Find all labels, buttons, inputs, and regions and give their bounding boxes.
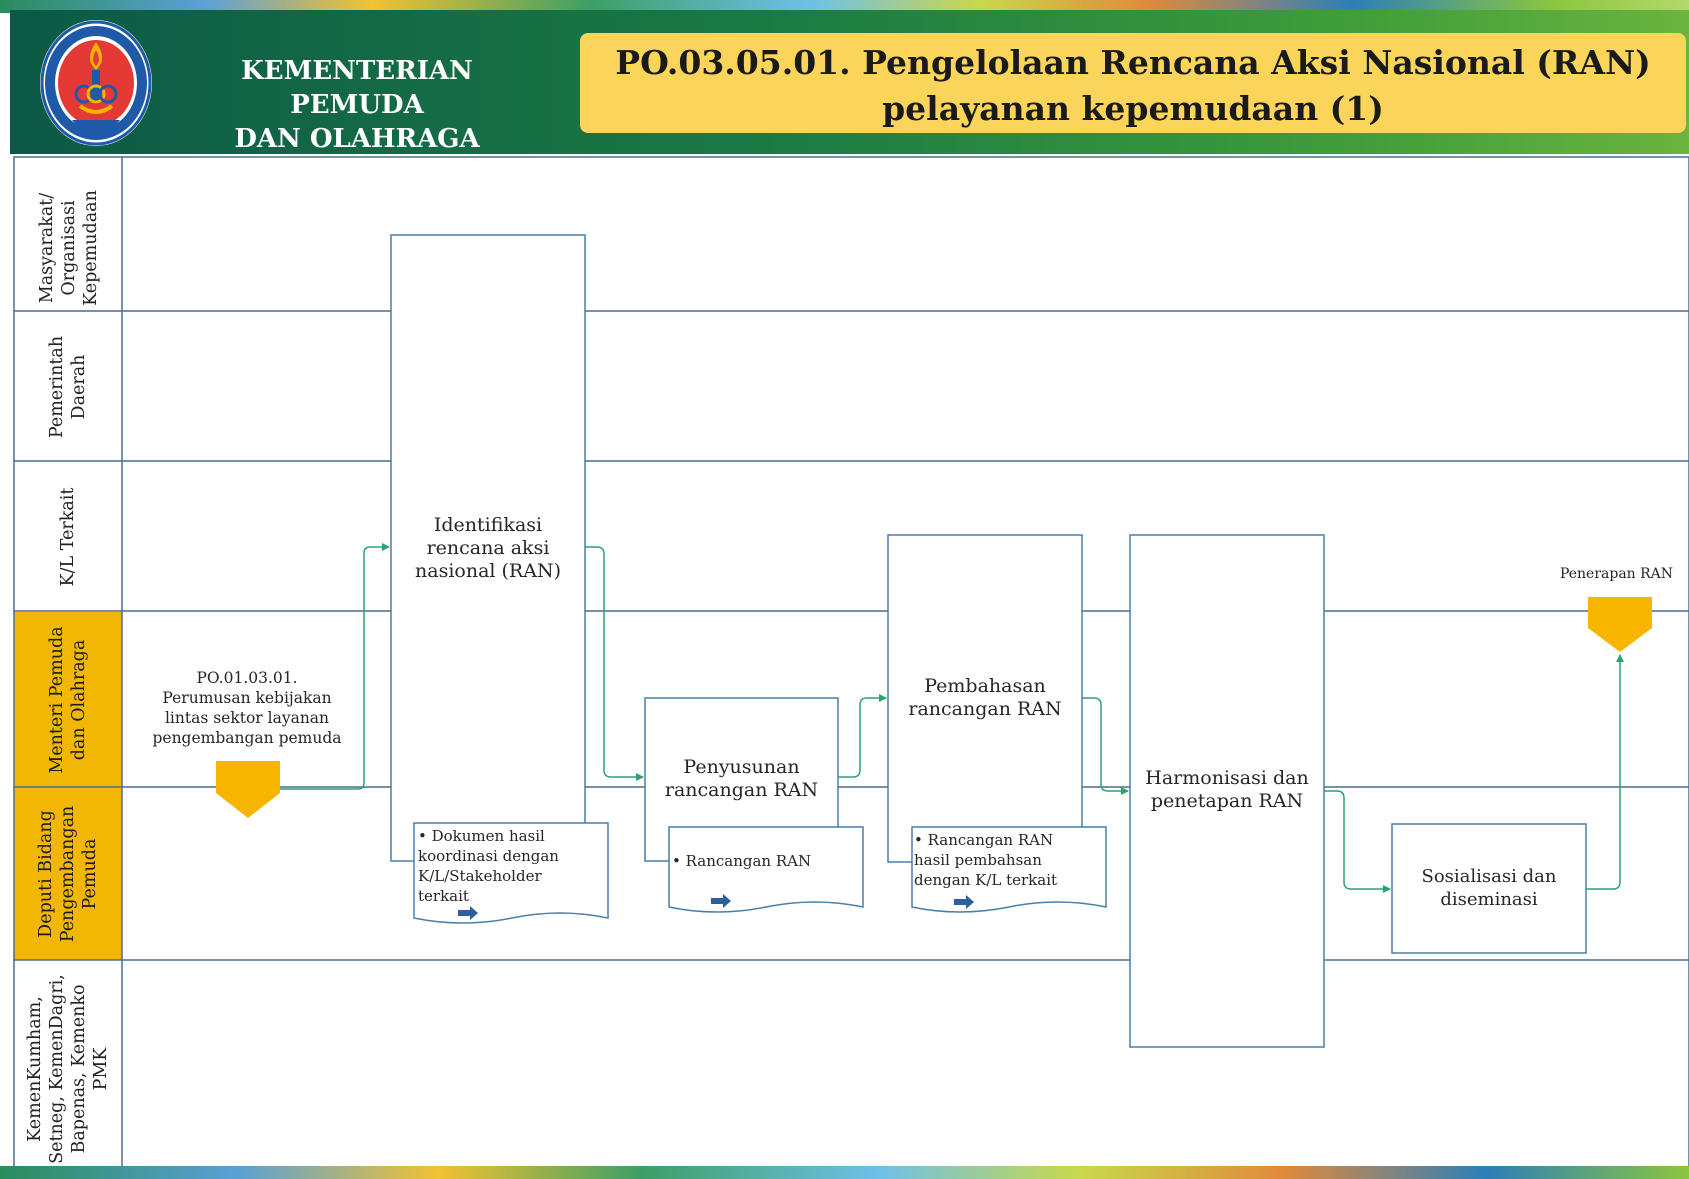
- lane-highlight-deputi: [14, 787, 122, 960]
- start-reference-label: PO.01.03.01. Perumusan kebijakan lintas …: [152, 669, 342, 747]
- end-reference-label: Penerapan RAN: [1559, 566, 1674, 582]
- flow-arrow: [280, 543, 390, 790]
- document-shape-doc3: [911, 826, 1107, 913]
- document-arrow-icon: [711, 894, 731, 908]
- document-shape-doc1: [413, 822, 609, 924]
- document-shape-doc2: [668, 826, 864, 913]
- offpage-connector-start: [216, 761, 280, 818]
- diagram-frame: [13, 156, 1689, 1175]
- kemenpora-emblem-icon: [40, 20, 152, 146]
- lane-label-kl-terkait: K/L Terkait: [58, 487, 78, 587]
- lane-label-kementerian-lain: KemenKumham, Setneg, KemenDagri, Bapenas…: [25, 974, 111, 1164]
- process-label-penyusunan: Penyusunan rancangan RAN: [664, 756, 819, 801]
- lane-label-menteri: Menteri Pemuda dan Olahraga: [47, 626, 89, 774]
- document-label-doc3: • Rancangan RAN hasil pembahsan dengan K…: [914, 831, 1058, 889]
- flow-arrow: [1586, 654, 1624, 890]
- flow-arrow: [1082, 697, 1129, 795]
- document-arrow-icon: [954, 895, 974, 909]
- offpage-connector-end: [1588, 597, 1652, 652]
- flow-arrow: [585, 546, 644, 781]
- top-decor-stripe: [0, 0, 1689, 13]
- process-box-harmonisasi: [1129, 534, 1325, 1048]
- lane-label-masyarakat: Masyarakat/ Organisasi Kepemudaan: [37, 190, 101, 306]
- bottom-decor-stripe: [0, 1166, 1689, 1179]
- process-box-pembahasan: [887, 534, 1083, 863]
- document-label-doc1: • Dokumen hasil koordinasi dengan K/L/St…: [418, 827, 559, 905]
- process-box-sosialisasi: [1391, 823, 1587, 954]
- process-box-identifikasi: [390, 234, 586, 862]
- organization-name: KEMENTERIAN PEMUDA DAN OLAHRAGA: [234, 56, 480, 154]
- lane-label-deputi: Deputi Bidang Pengembangan Pemuda: [36, 805, 100, 943]
- flow-arrow: [838, 694, 887, 778]
- document-arrow-icon: [458, 906, 478, 920]
- kemenpora-logo: [40, 20, 152, 146]
- flow-arrow: [1324, 790, 1391, 893]
- process-label-sosialisasi: Sosialisasi dan diseminasi: [1421, 866, 1557, 910]
- process-label-pembahasan: Pembahasan rancangan RAN: [908, 675, 1062, 720]
- lane-label-pemerintah-daerah: Pemerintah Daerah: [47, 335, 89, 439]
- document-label-doc2: • Rancangan RAN: [672, 852, 812, 870]
- process-label-identifikasi: Identifikasi rencana aksi nasional (RAN): [415, 514, 561, 582]
- process-label-harmonisasi: Harmonisasi dan penetapan RAN: [1145, 767, 1309, 812]
- lane-highlight-menteri: [14, 612, 122, 787]
- document-title: PO.03.05.01. Pengelolaan Rencana Aksi Na…: [615, 43, 1651, 128]
- document-title-box: [580, 33, 1686, 133]
